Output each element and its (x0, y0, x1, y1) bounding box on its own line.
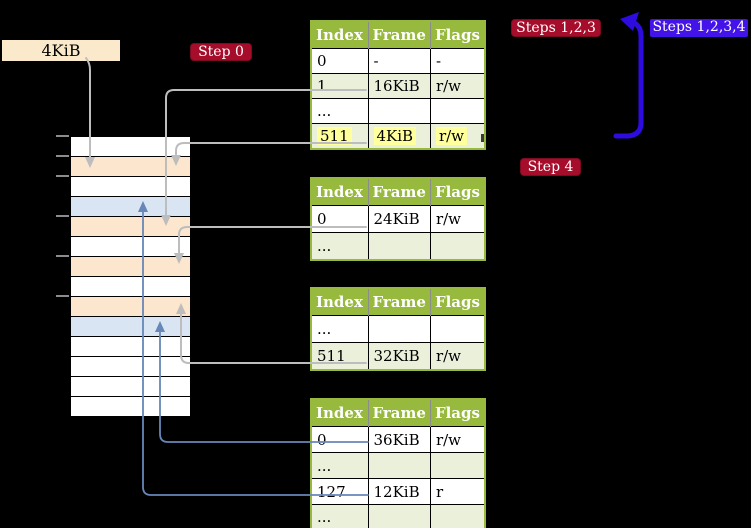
table-cell: 24KiB (367, 205, 431, 233)
page-table-4-header-index: Index (311, 399, 369, 427)
table-cell: 0 (310, 426, 369, 453)
memory-tick (56, 295, 69, 297)
page-table-2-row-1: ... (310, 232, 486, 260)
page-table-4-row-3: ... (310, 504, 486, 528)
memory-frame-row-0 (71, 137, 190, 157)
table-cell (429, 315, 486, 343)
table-cell: r/w (429, 73, 486, 99)
table-cell: ... (310, 315, 369, 343)
page-table-1-row-3: 511 4KiB r/w (310, 123, 486, 149)
page-size-label: 4KiB (2, 40, 120, 61)
table-cell: - (367, 48, 431, 74)
highlighted-value: 4KiB (373, 126, 417, 145)
memory-frame-row-10 (71, 337, 190, 357)
table-cell (367, 504, 431, 528)
table-cell: 32KiB (367, 342, 431, 370)
table-cell: 16KiB (367, 73, 431, 99)
table-cell: ... (310, 98, 369, 124)
memory-frame-row-7 (71, 277, 190, 297)
table-cell: 511 (310, 342, 369, 370)
table-cell (429, 98, 486, 124)
highlighted-value: r/w (435, 126, 468, 145)
memory-frame-row-5 (71, 237, 190, 257)
page-table-2-header-frame: Frame (368, 178, 431, 206)
table-cell: 0 (310, 48, 369, 74)
highlighted-value: 511 (317, 126, 352, 145)
table-cell: 127 (310, 478, 369, 505)
memory-frame-row-8 (71, 297, 190, 317)
table-cell: ... (310, 452, 369, 479)
physical-memory-column (70, 136, 191, 417)
memory-frame-row-12 (71, 377, 190, 397)
violet-loop-arrow (613, 12, 644, 139)
table-cell: 4KiB (367, 123, 431, 149)
table-cell: r/w (429, 123, 486, 149)
table-cell (367, 452, 431, 479)
table-cell (429, 232, 486, 260)
arrowhead-steps-loop (620, 12, 639, 31)
arrow-steps-loop (613, 19, 644, 139)
page-table-4-row-1: ... (310, 452, 486, 479)
badge-step-0: Step 0 (190, 43, 252, 61)
table-cell (367, 98, 431, 124)
memory-frame-row-11 (71, 357, 190, 377)
memory-frame-row-3 (71, 197, 190, 217)
memory-tick (56, 255, 69, 257)
page-table-2-header-flags: Flags (430, 178, 486, 206)
badge-steps-123: Steps 1,2,3 (511, 19, 601, 37)
table-cell: r (429, 478, 486, 505)
page-table-1-row-0: 0-- (310, 48, 486, 74)
table-cell: ... (310, 232, 369, 260)
page-table-3-header-frame: Frame (368, 288, 431, 316)
table-cell (367, 232, 431, 260)
table-cell: r/w (429, 426, 486, 453)
memory-frame-row-9 (71, 317, 190, 337)
memory-tick (56, 215, 69, 217)
page-table-1-header-index: Index (311, 21, 369, 49)
page-table-1-header-flags: Flags (430, 21, 486, 49)
memory-tick (56, 155, 69, 157)
table-cell (367, 315, 431, 343)
table-cell: 12KiB (367, 478, 431, 505)
badge-steps-1234: Steps 1,2,3,4 (650, 19, 748, 37)
memory-tick (56, 135, 69, 137)
table-cell (429, 452, 486, 479)
memory-tick (56, 175, 69, 177)
table-cell: r/w (429, 205, 486, 233)
page-table-1-header-frame: Frame (368, 21, 431, 49)
page-table-4-header-flags: Flags (430, 399, 486, 427)
memory-frame-row-2 (71, 177, 190, 197)
page-table-3-row-0: ... (310, 315, 486, 343)
badge-step-4: Step 4 (520, 158, 581, 176)
table-cell: ... (310, 504, 369, 528)
memory-frame-row-6 (71, 257, 190, 277)
memory-frame-row-1 (71, 157, 190, 177)
table-cell: 1 (310, 73, 369, 99)
table-cell (429, 504, 486, 528)
table-cell: 36KiB (367, 426, 431, 453)
page-table-3-header-index: Index (311, 288, 369, 316)
memory-frame-row-13 (71, 397, 190, 417)
table-cell: 0 (310, 205, 369, 233)
table-cell: 511 (310, 123, 369, 149)
page-table-3-header-flags: Flags (430, 288, 486, 316)
table-cell: r/w (429, 342, 486, 370)
page-table-1-row-2: ... (310, 98, 486, 124)
page-table-4-header-frame: Frame (368, 399, 431, 427)
memory-frame-row-4 (71, 217, 190, 237)
table-cell: - (429, 48, 486, 74)
page-table-2-header-index: Index (311, 178, 369, 206)
